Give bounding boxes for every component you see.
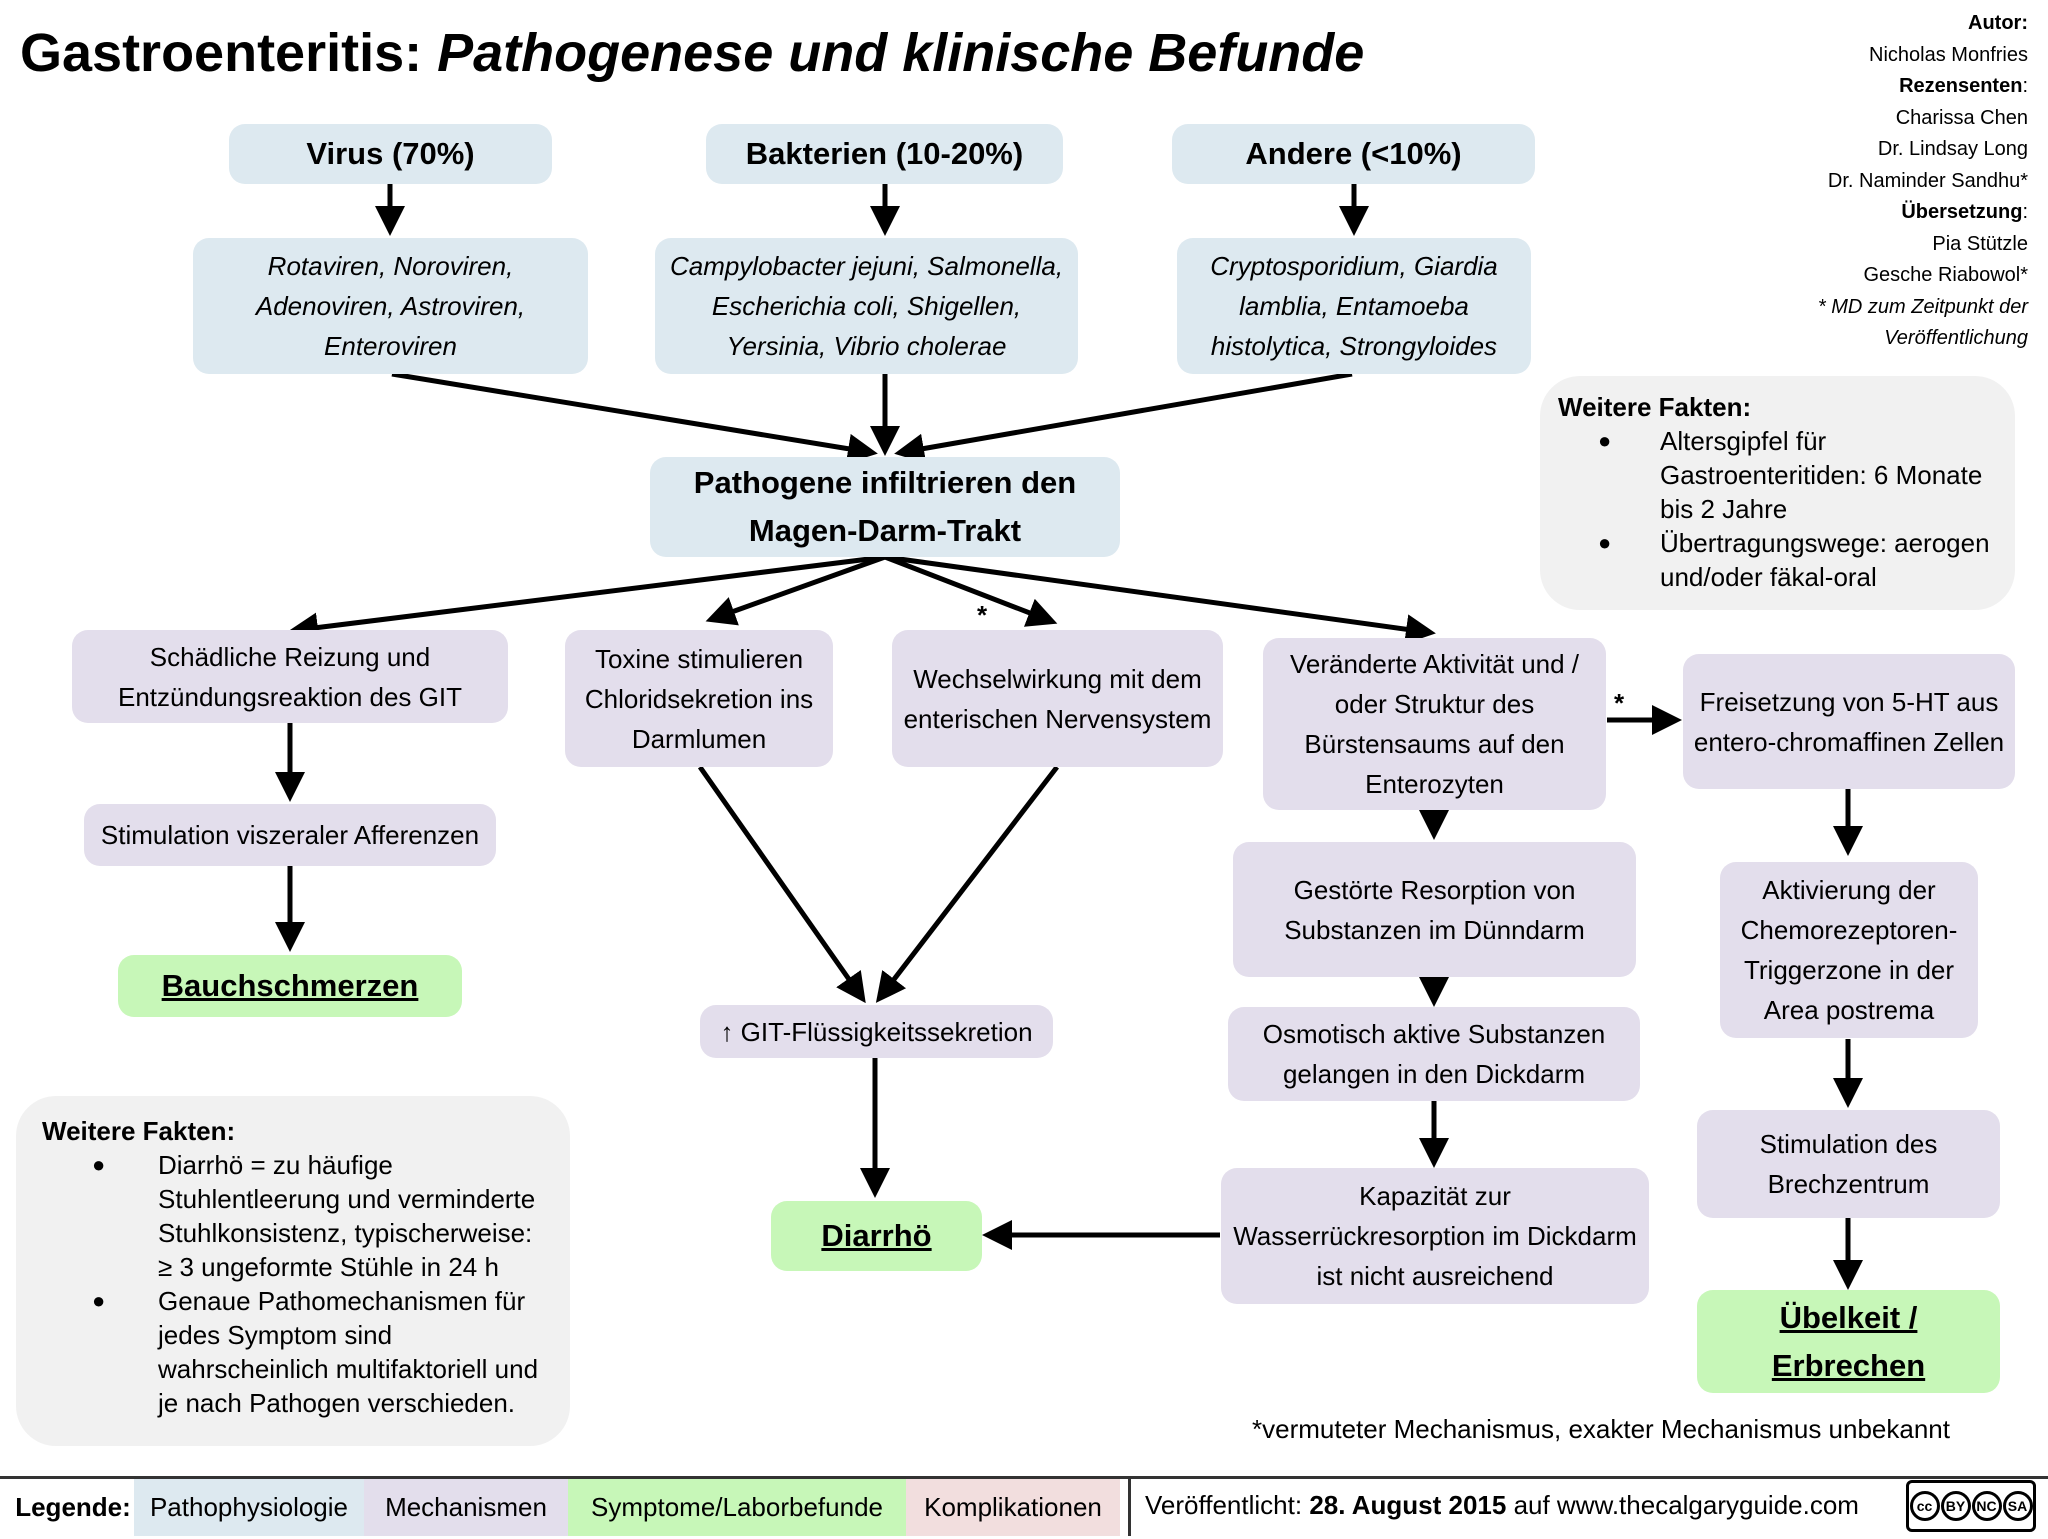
facts-left: Weitere Fakten: ● Diarrhö = zu häufige S… (16, 1096, 570, 1446)
published-line: Veröffentlicht: 28. August 2015 auf www.… (1145, 1490, 1859, 1520)
bullet-icon: ● (1598, 428, 1612, 453)
brush-border-node: Veränderte Aktivität und / oder Struktur… (1263, 638, 1606, 810)
fact-item: ● Genaue Pathomechanismen für jedes Symp… (92, 1286, 539, 1418)
title-sub: Pathogenese und klinische Befunde (437, 23, 1365, 83)
published-site: auf www.thecalgaryguide.com (1513, 1490, 1859, 1520)
legend-divider (1128, 1479, 1131, 1536)
legend-bar (0, 1476, 2048, 1539)
nc-icon: NC (1971, 1491, 2002, 1521)
asterisk-serotonin: * (1614, 688, 1625, 718)
fact-item: ● Übertragungswege: aerogen und/oder fäk… (1598, 528, 1990, 592)
legend-complications: Komplikationen (906, 1479, 1120, 1536)
published-date: 28. August 2015 (1309, 1490, 1507, 1520)
other-header: Andere (<10%) (1172, 124, 1535, 184)
author-block: Autor: Nicholas Monfries Rezensenten: Ch… (1818, 8, 2028, 355)
legend-mechanisms: Mechanismen (364, 1479, 568, 1536)
virus-header: Virus (70%) (229, 124, 552, 184)
legend-pathophysiology: Pathophysiologie (134, 1479, 364, 1536)
bullet-icon: ● (1598, 530, 1612, 555)
capacity-node: Kapazität zur Wasserrückresorption im Di… (1221, 1168, 1649, 1304)
irritation-node: Schädliche Reizung und Entzündungsreakti… (72, 630, 508, 723)
by-icon: BY (1940, 1491, 1971, 1521)
legend-title: Legende: (15, 1492, 131, 1522)
facts-right-header: Weitere Fakten: (1558, 392, 1752, 422)
translation-label: Übersetzung (1901, 201, 2023, 223)
facts-right: Weitere Fakten: ● Altersgipfel für Gastr… (1540, 376, 2015, 610)
translator-name: Pia Stützle (1932, 232, 2028, 255)
bacteria-header: Bakterien (10-20%) (706, 124, 1063, 184)
toxins-node: Toxine stimulieren Chloridsekretion ins … (565, 630, 833, 767)
reviewer-name: Dr. Naminder Sandhu* (1827, 169, 2028, 192)
legend-symptoms: Symptome/Laborbefunde (568, 1479, 906, 1536)
bullet-icon: ● (92, 1288, 106, 1313)
reviewer-name: Charissa Chen (1895, 106, 2028, 129)
reviewers-label: Rezensenten (1899, 75, 2023, 97)
serotonin-node: Freisetzung von 5-HT aus entero-chromaff… (1683, 654, 2015, 789)
osmotic-node: Osmotisch aktive Substanzen gelangen in … (1228, 1007, 1640, 1101)
sa-icon: SA (2002, 1491, 2033, 1521)
bullet-icon: ● (92, 1152, 106, 1177)
diarrhea-node: Diarrhö (771, 1201, 982, 1271)
author-note: * MD zum Zeitpunkt der (1817, 295, 2028, 318)
central-node: Pathogene infiltrieren den Magen-Darm-Tr… (650, 457, 1120, 557)
vomiting-center-node: Stimulation des Brechzentrum (1697, 1110, 2000, 1218)
enteric-node: Wechselwirkung mit dem enterischen Nerve… (892, 630, 1223, 767)
title-main: Gastroenteritis: (20, 23, 423, 83)
afferents-node: Stimulation viszeraler Afferenzen (84, 804, 496, 866)
ctz-node: Aktivierung der Chemorezeptoren-Triggerz… (1720, 862, 1978, 1038)
author-note: Veröffentlichung (1884, 327, 2028, 349)
fact-item: ● Diarrhö = zu häufige Stuhlentleerung u… (92, 1150, 536, 1282)
bacteria-detail: Campylobacter jejuni, Salmonella, Escher… (655, 238, 1078, 374)
cc-icon: cc (1909, 1491, 1940, 1521)
page-title: Gastroenteritis: Pathogenese und klinisc… (20, 22, 1364, 84)
virus-detail: Rotaviren, Noroviren, Adenoviren, Astrov… (193, 238, 588, 374)
facts-left-header: Weitere Fakten: (42, 1116, 236, 1146)
license-badge: cc BY NC SA (1906, 1480, 2036, 1532)
nausea-line: Übelkeit / (1779, 1299, 1918, 1335)
nausea-node: Übelkeit / Erbrechen (1697, 1290, 2000, 1393)
abdominal-pain-node: Bauchschmerzen (118, 955, 462, 1017)
resorption-node: Gestörte Resorption von Substanzen im Dü… (1233, 842, 1636, 977)
nausea-line: Erbrechen (1771, 1347, 1926, 1383)
footnote: *vermuteter Mechanismus, exakter Mechani… (1252, 1414, 1950, 1444)
fact-item: ● Altersgipfel für Gastroenteritiden: 6 … (1598, 426, 1983, 524)
other-detail: Cryptosporidium, Giardia lamblia, Entamo… (1177, 238, 1531, 374)
reviewer-name: Dr. Lindsay Long (1877, 138, 2028, 160)
author-label: Autor: (1968, 12, 2028, 34)
translator-name: Gesche Riabowol* (1863, 264, 2028, 286)
author-name: Nicholas Monfries (1869, 43, 2028, 66)
fluid-secretion-node: ↑ GIT-Flüssigkeitssekretion (700, 1005, 1053, 1058)
asterisk-enteric: * (977, 600, 988, 630)
